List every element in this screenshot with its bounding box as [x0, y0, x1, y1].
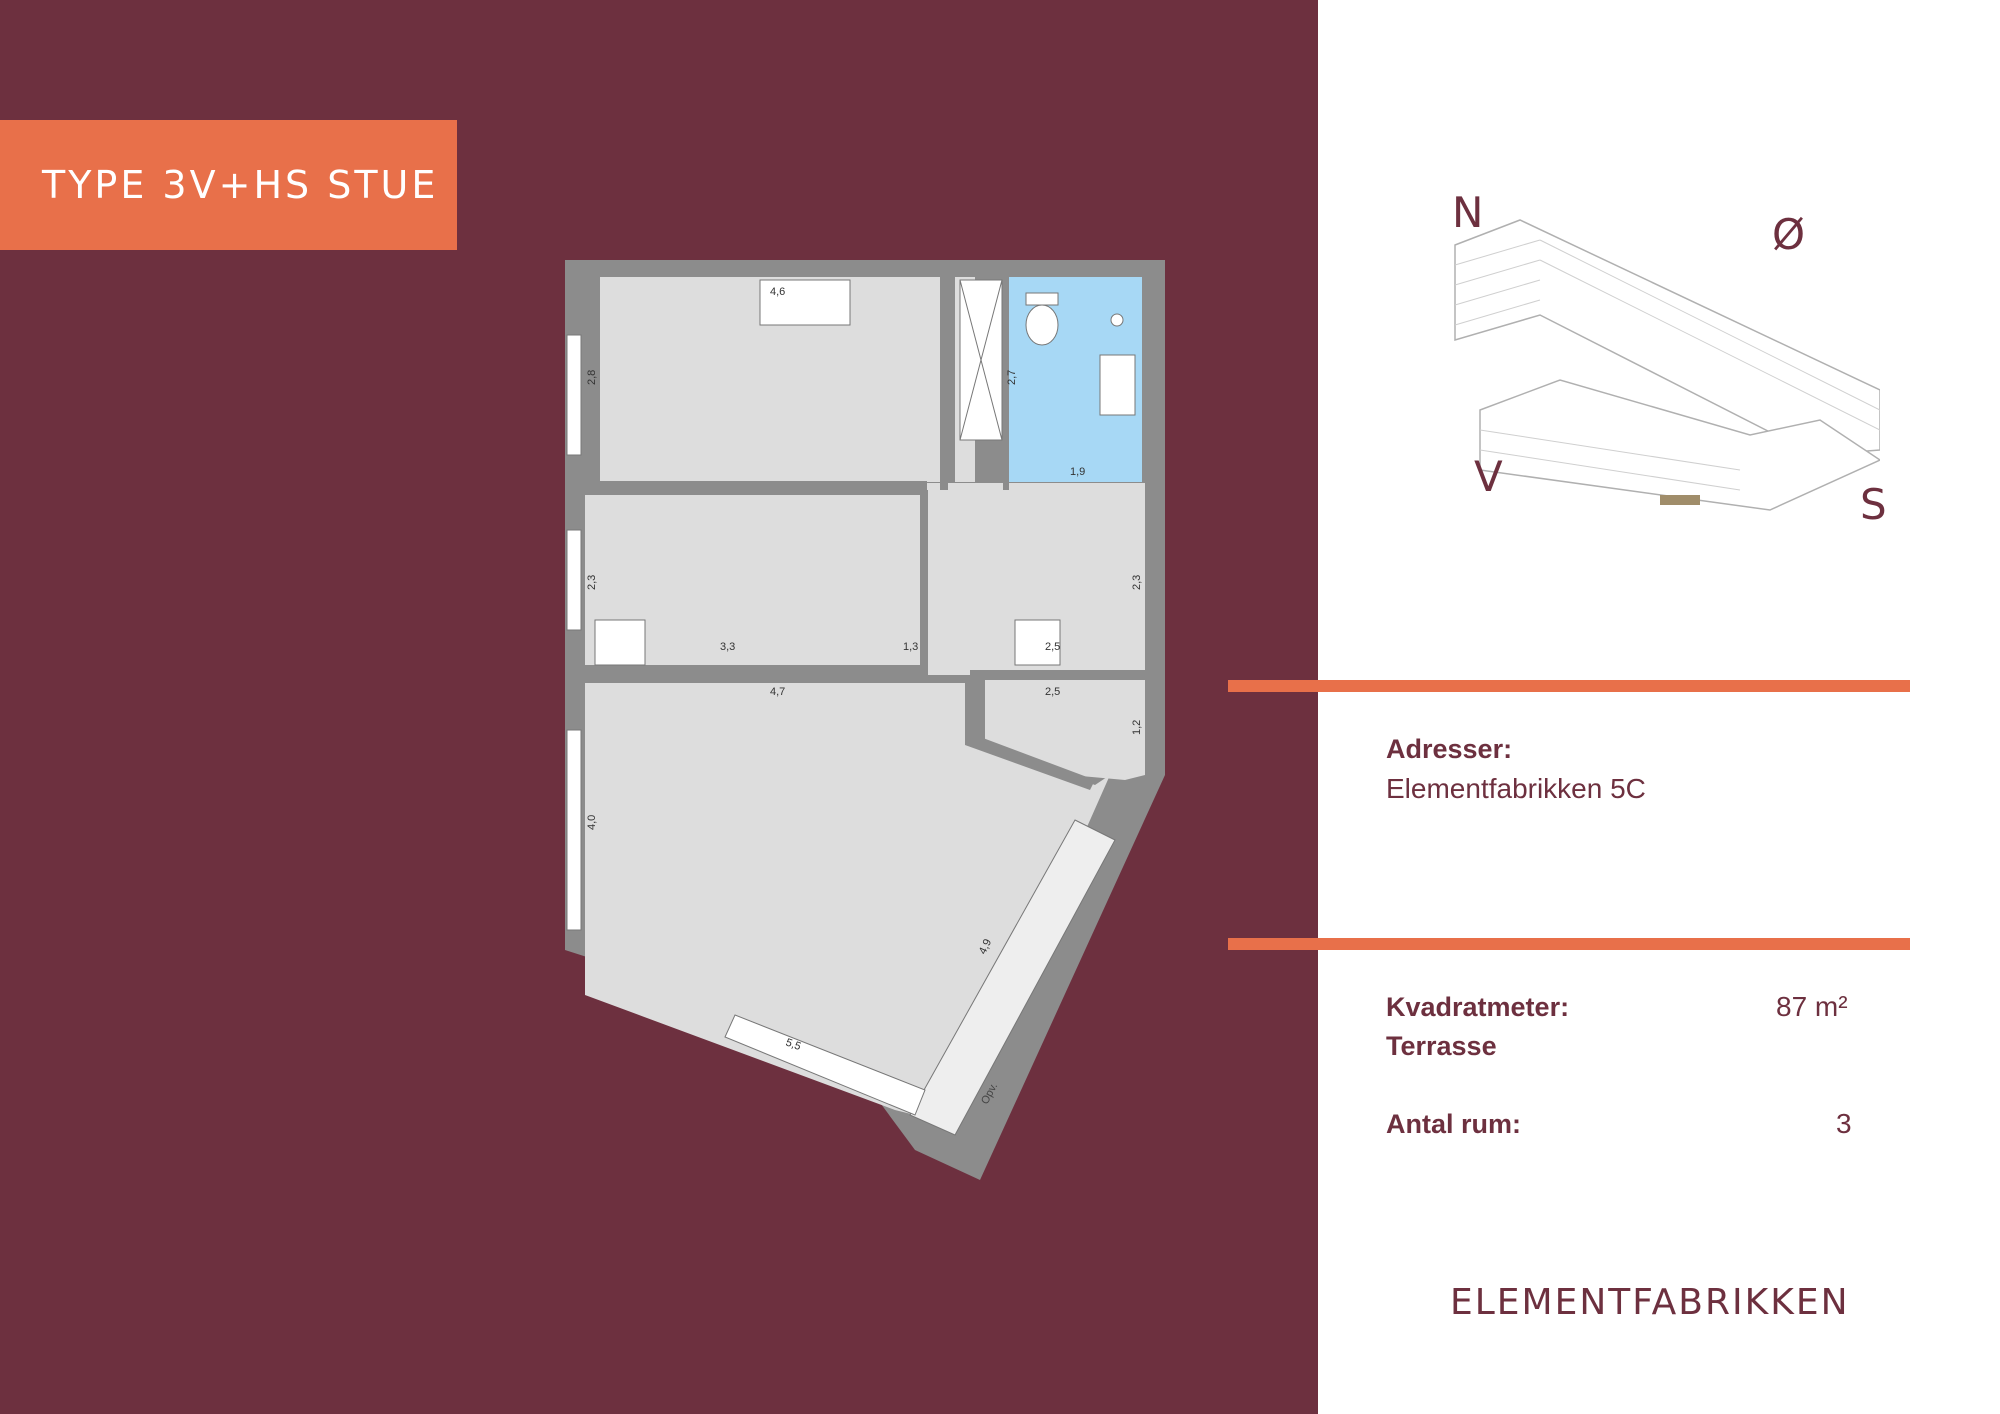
- floor-plan: Opv. 4,6 2,8 2,7 1,9 2,3 2,3 3,3: [565, 260, 1165, 1180]
- dim-8: 1,3: [903, 641, 918, 653]
- compass-east: Ø: [1772, 210, 1806, 259]
- address-label: Adresser:: [1386, 734, 1513, 764]
- dim-3: 2,7: [1006, 370, 1018, 385]
- brand-logo-text: ELEMENTFABRIKKEN: [1450, 1282, 1850, 1323]
- rooms-value: 3: [1836, 1108, 1852, 1139]
- type-title: TYPE 3V+HS STUE: [42, 163, 439, 207]
- dim-13: 4,0: [586, 815, 598, 830]
- bed-2: [594, 619, 646, 666]
- divider-middle: [1228, 938, 1910, 950]
- dim-1: 4,6: [770, 286, 785, 298]
- dim-12: 1,2: [1131, 720, 1143, 735]
- terrace-label: Terrasse: [1386, 1031, 1497, 1061]
- dim-4: 1,9: [1070, 466, 1085, 478]
- dim-11: 2,5: [1045, 686, 1060, 698]
- compass-west: V: [1474, 452, 1503, 501]
- highlighted-unit: [1660, 495, 1700, 505]
- windows: [566, 334, 926, 1116]
- address-value: Elementfabrikken 5C: [1386, 773, 1646, 804]
- type-title-badge: TYPE 3V+HS STUE: [0, 120, 457, 250]
- site-plan-sketch: [1454, 219, 1880, 511]
- dim-10: 4,7: [770, 686, 785, 698]
- dim-6: 2,3: [1131, 575, 1143, 590]
- divider-top: [1228, 680, 1910, 692]
- dim-5: 2,3: [586, 575, 598, 590]
- wardrobe: [959, 279, 1003, 441]
- kitchen-counter: Opv.: [909, 819, 1116, 1136]
- sqm-value: 87 m²: [1776, 991, 1848, 1022]
- compass-south: S: [1860, 480, 1887, 529]
- info-panel: [1318, 0, 2000, 1414]
- bathroom-fixtures: [1025, 292, 1136, 416]
- dimension-labels: 4,6 2,8 2,7 1,9 2,3 2,3 3,3 1,3 2,5 4,7 …: [586, 286, 1143, 1053]
- dim-15: 5,5: [784, 1037, 802, 1054]
- dim-2: 2,8: [586, 370, 598, 385]
- rooms-label: Antal rum:: [1386, 1109, 1521, 1139]
- dim-7: 3,3: [720, 641, 735, 653]
- dim-9: 2,5: [1045, 641, 1060, 653]
- dim-14: 4,9: [977, 937, 994, 956]
- floorplan-panel: TYPE 3V+HS STUE: [0, 0, 1318, 1414]
- sqm-label: Kvadratmeter:: [1386, 992, 1570, 1022]
- compass-north: N: [1452, 188, 1484, 237]
- bed-1: [759, 279, 851, 326]
- cabinet: [1014, 619, 1061, 666]
- interior-walls: [585, 275, 1145, 790]
